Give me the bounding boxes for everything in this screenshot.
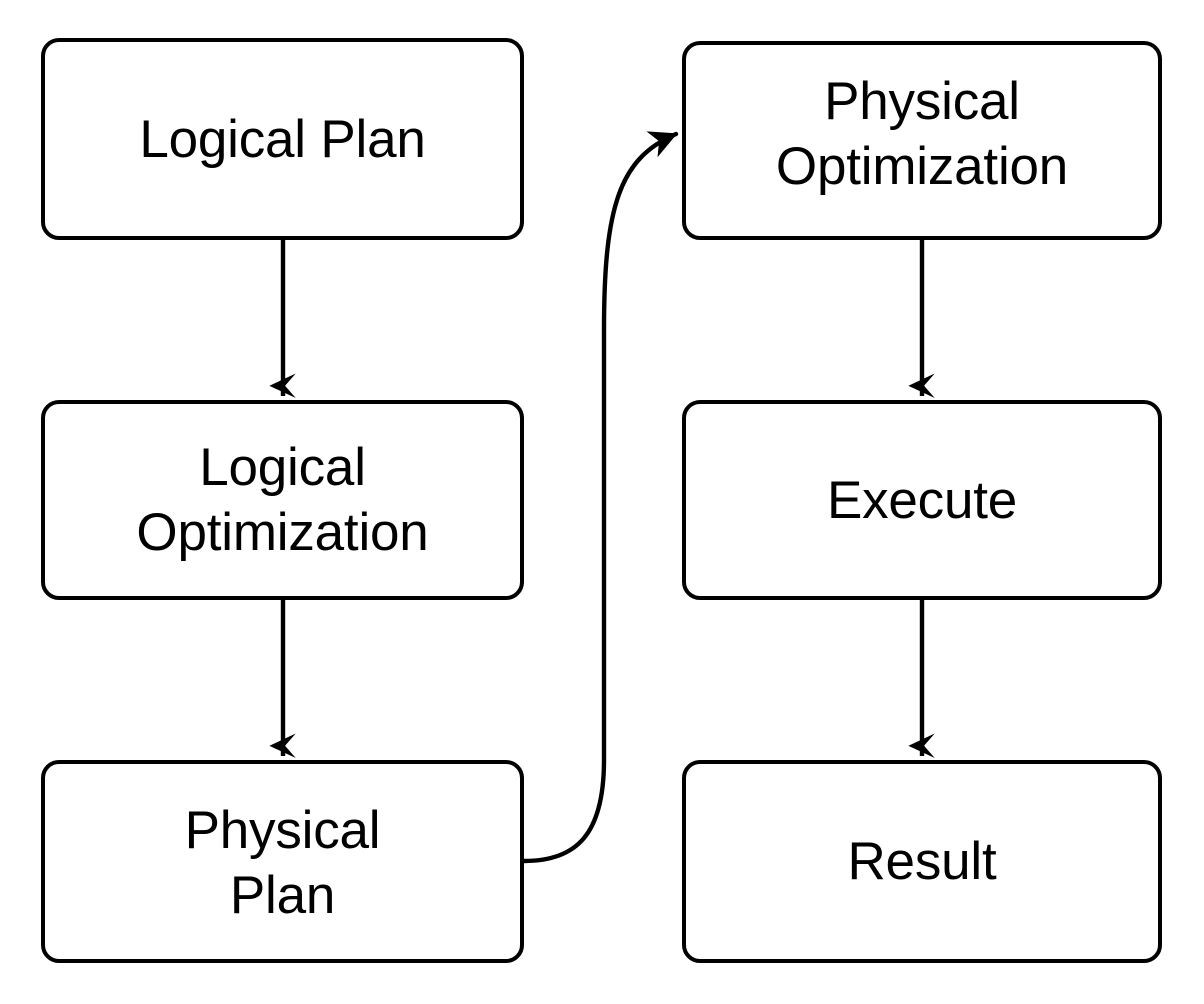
node-physical-optimization[interactable]: Physical Optimization (682, 41, 1162, 240)
node-physical-plan-label: Physical Plan (184, 801, 381, 925)
node-physical-plan[interactable]: Physical Plan (41, 760, 524, 963)
node-execute[interactable]: Execute (682, 400, 1162, 600)
node-physical-optimization-label: Physical Optimization (775, 72, 1069, 196)
node-logical-optimization[interactable]: Logical Optimization (41, 400, 524, 600)
node-result-label: Result (847, 832, 997, 891)
node-logical-plan-label: Logical Plan (139, 109, 426, 169)
node-result[interactable]: Result (682, 760, 1162, 963)
node-logical-plan[interactable]: Logical Plan (41, 38, 524, 240)
node-logical-optimization-label: Logical Optimization (136, 438, 429, 562)
edge-physical-plan-to-physical-optimization (521, 131, 679, 864)
node-execute-label: Execute (826, 470, 1018, 530)
